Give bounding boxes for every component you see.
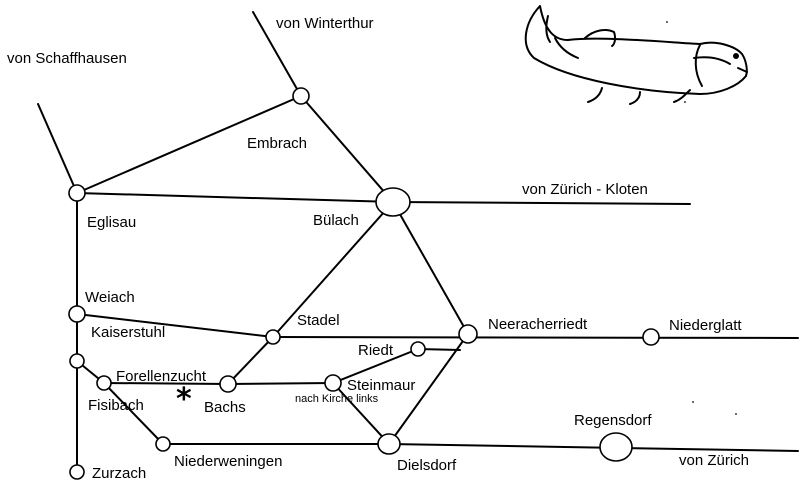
label-niederweningen: Niederweningen [174, 453, 283, 470]
label-von-schaffhausen: von Schaffhausen [7, 50, 127, 67]
road-bachs-steinmaur [227, 382, 334, 385]
node-bulach [375, 187, 411, 217]
node-regensdorf [599, 432, 633, 462]
label-zurzach: Zurzach [92, 465, 147, 482]
label-weiach: Weiach [85, 289, 135, 306]
label-eglisau: Eglisau [87, 214, 137, 231]
asterisk-icon: * [176, 382, 192, 417]
label-nach-kirche-links: nach Kirche links [295, 393, 379, 405]
label-von-winterthur: von Winterthur [276, 15, 374, 32]
node-bachs [219, 375, 237, 393]
road-stadel-bachs [227, 336, 274, 385]
node-riedt [410, 341, 426, 357]
road-embrach-bulach [300, 95, 394, 203]
road-steinmaur-riedt [332, 348, 419, 384]
label-niederglatt: Niederglatt [669, 317, 742, 334]
label-dielsdorf: Dielsdorf [397, 457, 457, 474]
label-stadel: Stadel [297, 312, 340, 329]
paper-specks [666, 21, 737, 415]
road-steinmaur-dielsdorf [332, 382, 390, 445]
label-neeracherriedt: Neeracherriedt [488, 316, 588, 333]
label-kaiserstuhl: Kaiserstuhl [91, 324, 166, 341]
road-fisibach-bachs [103, 382, 229, 385]
label-von-zurich: von Zürich [679, 452, 750, 469]
node-embrach [292, 87, 310, 105]
label-von-zurich-kloten: von Zürich - Kloten [522, 181, 648, 198]
trout-icon [524, 5, 748, 105]
node-stadel [265, 329, 281, 345]
road-bulach-neeracherriedt [392, 201, 469, 335]
label-riedt: Riedt [358, 342, 394, 359]
road-weiach-stadel [76, 313, 274, 338]
node-steinmaur [324, 374, 342, 392]
node-eglisau [68, 184, 86, 202]
label-steinmaur: Steinmaur [347, 377, 416, 394]
road-bulach-kloten [392, 201, 691, 205]
label-fisibach: Fisibach [88, 397, 144, 414]
road-embrach-eglisau [76, 95, 302, 194]
node-niederweningen [155, 436, 171, 452]
label-forellenzucht: Forellenzucht [116, 368, 207, 385]
label-bulach: Bülach [313, 212, 359, 229]
node-weiach [68, 305, 86, 323]
road-dielsdorf-zurich [388, 443, 799, 452]
node-dielsdorf [377, 433, 401, 455]
label-regensdorf: Regensdorf [574, 412, 652, 429]
node-fisibach [96, 375, 112, 391]
trout-eye [733, 53, 739, 59]
road-stadel-niederglatt [272, 336, 799, 339]
road-neeracherriedt-dielsdorf [388, 333, 469, 445]
node-zurzach [69, 464, 85, 480]
node-niederglatt [642, 328, 660, 346]
road-bulach-stadel [272, 201, 394, 338]
road-eglisau-bulach [76, 192, 394, 203]
road-fisibach-niederweningen [103, 382, 164, 445]
node-neeracherriedt [458, 324, 478, 344]
road-schaffhausen-eglisau [37, 103, 78, 194]
road-winterthur-embrach [252, 11, 302, 97]
node-kaiserstuhl [69, 353, 85, 369]
label-embrach: Embrach [247, 135, 308, 152]
label-bachs: Bachs [204, 399, 246, 416]
